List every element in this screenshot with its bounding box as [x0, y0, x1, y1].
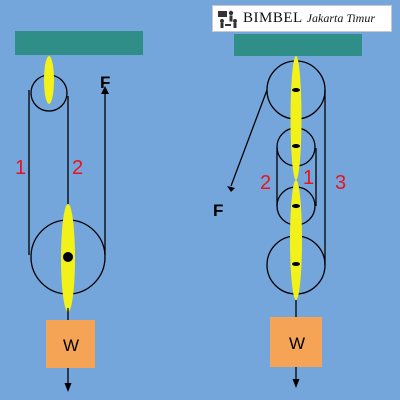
right-rope-label-1: 1	[303, 167, 314, 189]
right-pin-small-fixed	[292, 144, 300, 148]
right-force-label: F	[213, 201, 223, 220]
right-rope-label-3: 3	[335, 172, 346, 194]
right-pin-large-movable	[292, 262, 300, 266]
left-pull-arrowhead	[101, 86, 109, 94]
right-pull-arrowhead	[227, 186, 235, 192]
logo-subtitle: Jakarta Timur	[306, 11, 376, 25]
right-rope-label-2: 2	[260, 172, 271, 194]
left-axle-pin	[63, 252, 73, 262]
teacher-students-icon	[218, 10, 237, 28]
logo-brand: BIMBEL	[243, 10, 303, 26]
left-rope-label-2: 2	[72, 157, 83, 179]
right-pull-rope	[230, 89, 268, 187]
left-fixed-axle	[44, 56, 54, 104]
right-fixed-axle	[290, 56, 302, 180]
right-pin-small-movable	[292, 204, 300, 208]
right-load-label: W	[289, 334, 305, 353]
right-load	[270, 317, 322, 367]
left-force-label: F	[100, 73, 110, 92]
logo: BIMBEL Jakarta Timur	[212, 5, 392, 32]
left-rope-label-1: 1	[15, 157, 26, 179]
right-weight-arrowhead	[292, 379, 300, 388]
right-ceiling	[234, 34, 362, 56]
left-load	[46, 320, 95, 368]
left-load-label: W	[63, 336, 79, 355]
left-weight-arrowhead	[64, 383, 72, 392]
right-pin-large-fixed	[292, 88, 300, 92]
right-movable-axle	[290, 180, 302, 300]
left-ceiling	[15, 31, 143, 55]
